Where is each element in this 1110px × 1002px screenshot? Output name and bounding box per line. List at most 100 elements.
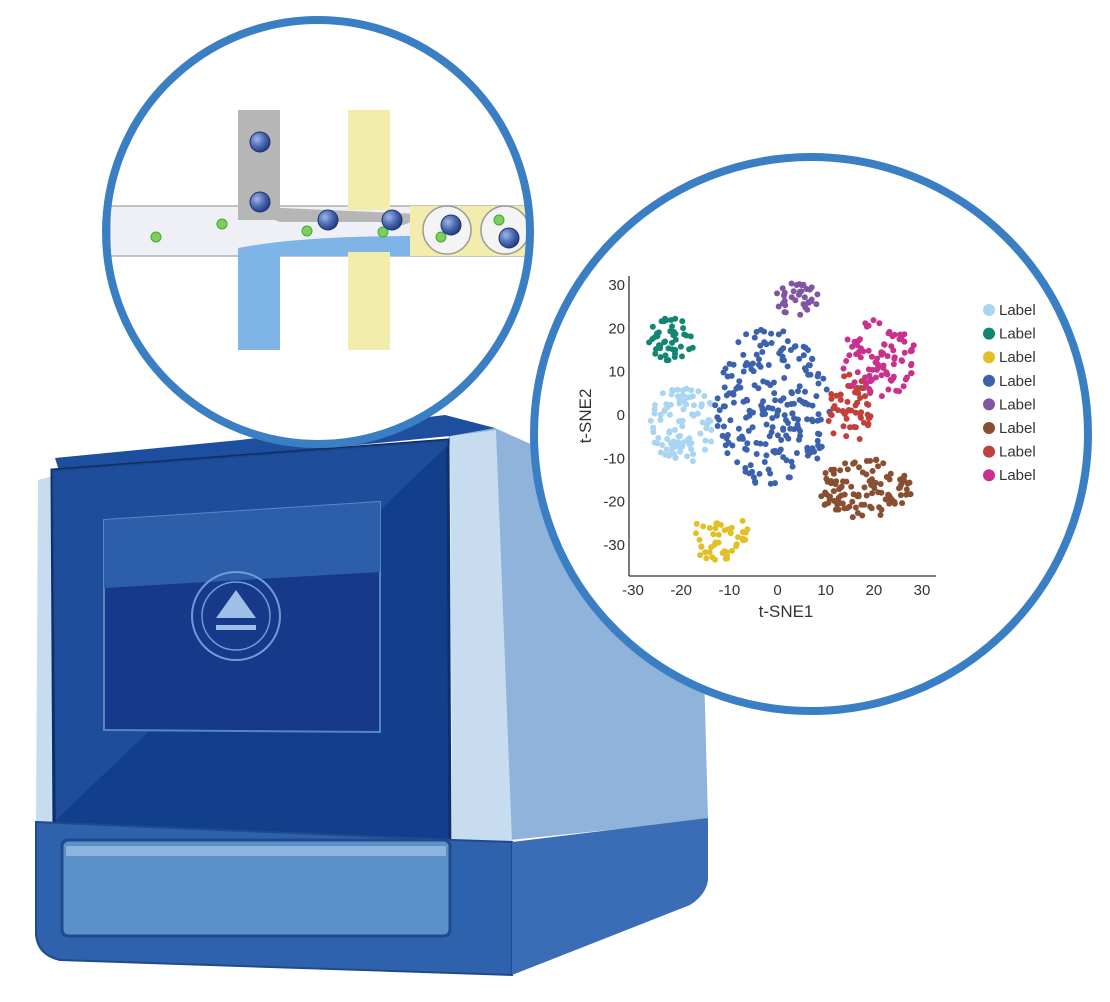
- scatter-point: [684, 453, 691, 460]
- legend-label: Label: [999, 302, 1036, 319]
- scatter-point: [768, 340, 775, 346]
- scatter-point: [869, 366, 876, 373]
- scatter-point: [679, 392, 686, 399]
- y-axis-label: t-SNE2: [576, 389, 595, 444]
- drawer[interactable]: [60, 838, 452, 938]
- scatter-point: [721, 384, 728, 391]
- scatter-point: [672, 336, 679, 343]
- scatter-point: [683, 401, 690, 408]
- scatter-point: [885, 491, 892, 498]
- scatter-point: [844, 398, 851, 405]
- scatter-point: [733, 541, 740, 548]
- y-tick-label: 30: [608, 277, 625, 294]
- y-tick-label: -20: [603, 494, 625, 511]
- scatter-point: [809, 402, 816, 409]
- scatter-point: [784, 401, 791, 408]
- scatter-point: [899, 500, 906, 507]
- scatter-point: [792, 297, 799, 304]
- scatter-point: [873, 457, 879, 464]
- scatter-point: [793, 450, 800, 456]
- scatter-point: [850, 460, 857, 467]
- scatter-point: [767, 480, 774, 487]
- scatter-point: [652, 402, 658, 408]
- scatter-point: [814, 373, 821, 380]
- scatter-point: [670, 332, 677, 339]
- scatter-point: [786, 474, 793, 481]
- scatter-point: [797, 311, 804, 318]
- scatter-point: [876, 320, 883, 327]
- scatter-point: [846, 352, 853, 359]
- cells: [150, 214, 505, 243]
- scatter-point: [771, 390, 778, 397]
- scatter-point: [813, 393, 820, 400]
- scatter-point: [846, 371, 853, 378]
- scatter-point: [814, 291, 821, 298]
- beads: [249, 131, 520, 249]
- cell: [493, 214, 505, 226]
- scatter-point: [756, 356, 762, 363]
- scatter-point: [893, 387, 900, 394]
- scatter-point: [843, 433, 850, 440]
- scatter-point: [796, 281, 803, 288]
- scatter-point: [843, 415, 850, 422]
- scatter-point: [736, 378, 743, 385]
- scatter-point: [877, 481, 884, 487]
- scatter-point: [816, 431, 823, 438]
- drawer-highlight: [66, 846, 446, 856]
- scatter-point: [769, 415, 776, 422]
- scatter-point: [802, 388, 808, 395]
- scatter-point: [686, 435, 693, 442]
- legend-label: Label: [999, 420, 1036, 437]
- scatter-point: [680, 406, 687, 413]
- scatter-point: [862, 320, 869, 327]
- scatter-point: [885, 386, 892, 393]
- scatter-point: [781, 309, 788, 316]
- scatter-point: [774, 432, 781, 439]
- scatter-point: [856, 436, 863, 442]
- scatter-point: [752, 479, 759, 486]
- bead: [249, 191, 271, 213]
- scatter-point: [768, 330, 775, 337]
- scatter-point: [697, 552, 704, 559]
- scatter-point: [725, 439, 732, 446]
- scatter-point: [825, 418, 832, 424]
- scatter-point: [689, 393, 696, 400]
- scatter-point: [860, 348, 867, 355]
- bead: [249, 131, 271, 153]
- scatter-point: [872, 479, 879, 486]
- scatter-point: [800, 352, 807, 359]
- scatter-point: [844, 336, 851, 343]
- scatter-point: [865, 415, 872, 422]
- scatter-point: [772, 397, 779, 404]
- scatter-point: [890, 361, 897, 368]
- scatter-point: [679, 423, 686, 430]
- scatter-point: [884, 353, 891, 360]
- scatter-point: [820, 375, 827, 382]
- scatter-point: [744, 440, 751, 447]
- scatter-point: [781, 412, 788, 419]
- scatter-point: [833, 392, 840, 399]
- scatter-point: [887, 470, 894, 477]
- scatter-point: [848, 483, 855, 490]
- y-tick-label: 0: [617, 407, 625, 424]
- scatter-point: [727, 417, 734, 424]
- bead: [317, 209, 339, 231]
- scatter-point: [769, 405, 776, 412]
- scatter-point: [854, 369, 861, 376]
- scatter-point: [906, 479, 913, 486]
- scatter-point: [837, 467, 844, 474]
- scatter-point: [690, 451, 696, 458]
- scatter-point: [863, 458, 870, 464]
- scatter-point: [774, 290, 780, 297]
- scatter-point: [702, 549, 709, 556]
- oil-channel-top: [348, 110, 390, 210]
- scatter-point: [815, 411, 822, 418]
- scatter-point: [674, 442, 681, 449]
- scatter-point: [844, 466, 851, 473]
- scatter-point: [830, 430, 837, 437]
- scatter-point: [903, 486, 910, 493]
- scatter-point: [736, 435, 743, 442]
- scatter-point: [759, 349, 766, 355]
- scatter-point: [763, 452, 770, 459]
- eject-button[interactable]: [191, 571, 281, 661]
